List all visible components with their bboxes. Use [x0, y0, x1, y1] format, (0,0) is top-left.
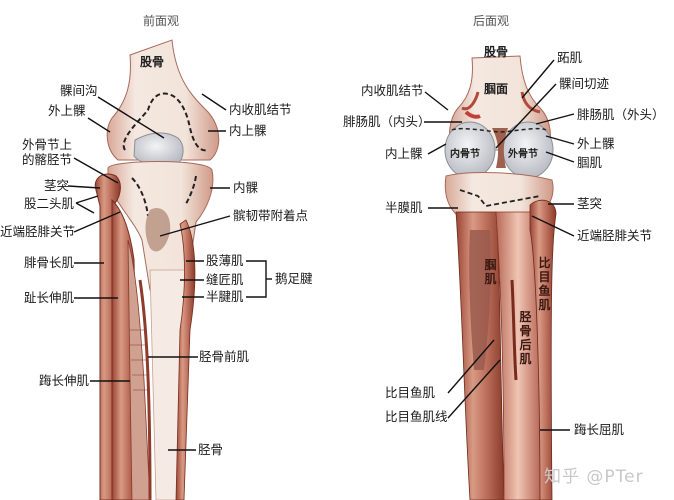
label-proximal-tibiofibular-posterior: 近端胫腓关节	[577, 228, 653, 243]
label-medial-epicondyle-posterior: 内上髁	[385, 146, 423, 161]
label-pes-anserinus: 鹅足腱	[275, 271, 313, 286]
label-tibialis-anterior: 胫骨前肌	[199, 349, 250, 364]
label-adductor-tubercle: 内收肌结节	[229, 102, 292, 117]
label-semimembranosus: 半膜肌	[385, 200, 423, 215]
posterior-leg	[444, 55, 557, 500]
label-flexor-hallucis-longus: 踇长屈肌	[574, 422, 625, 437]
label-tibia: 胫骨	[198, 442, 224, 457]
label-styloid-anterior: 茎突	[44, 178, 70, 193]
label-soleus-vertical: 比目鱼肌	[538, 256, 551, 312]
label-ext-digitorum-longus: 趾长伸肌	[24, 290, 75, 305]
label-gastrocnemius-lateral-head: 腓肠肌（外头）	[577, 107, 665, 122]
anterior-leader-lines	[67, 93, 272, 451]
label-femur-anterior: 股骨	[140, 55, 165, 69]
label-popliteal-surface: 腘面	[484, 82, 509, 96]
label-soleal-line: 比目鱼肌线	[385, 409, 448, 424]
label-popliteus: 腘肌	[577, 155, 603, 170]
watermark: 知乎 @PTer	[544, 467, 644, 487]
label-intercondylar-groove: 髁间沟	[60, 83, 98, 98]
label-ext-hallucis-longus: 踇长伸肌	[39, 373, 90, 388]
label-lateral-epicondyle: 外上髁	[48, 103, 86, 118]
label-medial-epicondyle: 内上髁	[229, 123, 267, 138]
label-medial-condyle-posterior: 内骨节	[450, 149, 480, 160]
label-proximal-tibiofibular-anterior: 近端胫腓关节	[0, 224, 76, 239]
label-biceps-femoris: 股二头肌	[24, 196, 75, 211]
anterior-leg	[94, 39, 220, 500]
label-lateral-condyle-line2: 的髂胫节	[22, 152, 73, 167]
label-popliteus-vertical: 腘肌	[484, 258, 497, 286]
anterior-view-title: 前面观	[143, 14, 180, 28]
label-patellar-ligament-attachment: 髌韧带附着点	[233, 208, 309, 223]
label-peroneus-longus: 腓骨长肌	[24, 255, 75, 270]
posterior-view-title: 后面观	[473, 14, 510, 28]
label-intercondylar-notch: 髁间切迹	[559, 76, 610, 91]
label-plantaris: 跖肌	[557, 50, 583, 65]
label-femur-posterior: 股骨	[484, 45, 509, 59]
label-tibialis-posterior-vertical: 胫骨后肌	[519, 310, 532, 366]
label-lateral-epicondyle-posterior: 外上髁	[577, 136, 615, 151]
label-lateral-condyle-line1: 外骨节上	[22, 137, 73, 152]
label-sartorius: 缝匠肌	[206, 272, 244, 287]
label-soleus: 比目鱼肌	[385, 385, 436, 400]
label-styloid-posterior: 茎突	[577, 196, 603, 211]
label-gastrocnemius-medial-head: 腓肠肌（内头）	[343, 114, 431, 129]
label-lateral-condyle-posterior: 外骨节	[508, 149, 538, 160]
label-gracilis: 股薄肌	[206, 253, 244, 268]
label-semitendinosus: 半腱肌	[206, 289, 244, 304]
label-medial-condyle: 内髁	[233, 180, 259, 195]
posterior-leader-lines	[424, 59, 575, 431]
label-adductor-tubercle-posterior: 内收肌结节	[361, 83, 424, 98]
